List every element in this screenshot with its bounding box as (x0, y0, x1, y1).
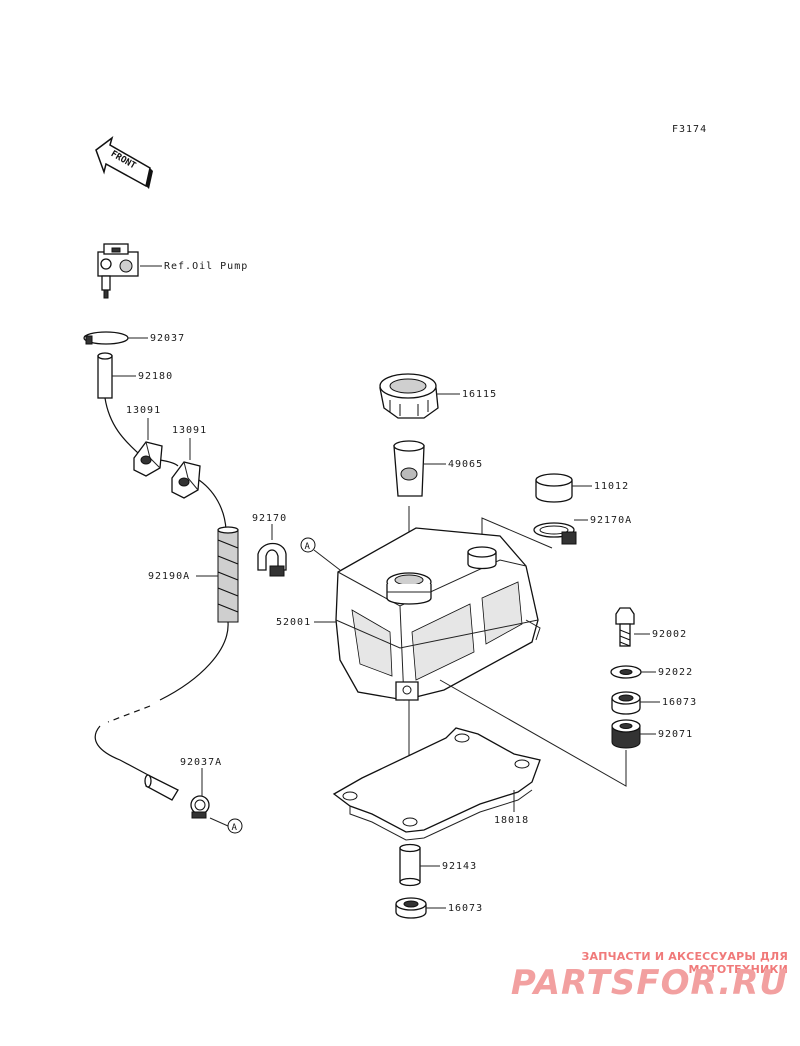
oil-pump-reference (97, 243, 139, 299)
damper-92071 (611, 719, 641, 749)
callout-a-upper: A (300, 537, 316, 553)
grommet-16073-b (395, 897, 427, 919)
grommet-16073-a (611, 691, 641, 715)
part-label-11012: 11012 (594, 481, 629, 492)
oil-tank-52001 (335, 527, 541, 701)
front-arrow-icon: FRONT (95, 136, 153, 189)
part-label-92190A: 92190A (148, 571, 190, 582)
part-label-92022: 92022 (658, 667, 693, 678)
collar-92143 (399, 843, 421, 887)
svg-text:A: A (232, 823, 238, 833)
cap-11012 (535, 473, 573, 503)
part-label-16073-b: 16073 (448, 903, 483, 914)
part-label-92170: 92170 (252, 513, 287, 524)
svg-text:A: A (305, 542, 311, 552)
hose-92180 (97, 352, 113, 399)
callout-a-lower: A (227, 818, 243, 834)
part-label-92170A: 92170A (590, 515, 632, 526)
tank-cap-16115 (379, 373, 439, 419)
part-label-13091-a: 13091 (126, 405, 161, 416)
washer-92022 (610, 665, 642, 679)
ref-oil-pump-label: Ref.Oil Pump (164, 261, 248, 272)
watermark-tagline: ЗАПЧАСТИ И АКСЕССУАРЫ ДЛЯ МОТОТЕХНИКИ (581, 950, 788, 976)
part-label-92143: 92143 (442, 861, 477, 872)
part-label-92071: 92071 (658, 729, 693, 740)
figure-code: F3174 (672, 124, 707, 135)
bracket-92170 (257, 542, 287, 577)
clip-13091-a (133, 441, 163, 477)
part-label-92180: 92180 (138, 371, 173, 382)
sleeve-92190A (217, 526, 239, 623)
strainer-49065 (393, 440, 425, 497)
part-label-52001: 52001 (276, 617, 311, 628)
part-label-92037: 92037 (150, 333, 185, 344)
clamp-92170A (533, 522, 577, 545)
bolt-92002 (615, 607, 635, 647)
hose-end-92037A (144, 774, 179, 801)
part-label-18018: 18018 (494, 815, 529, 826)
oil-hose-line (104, 397, 141, 456)
part-label-49065: 49065 (448, 459, 483, 470)
bracket-plate-18018 (332, 727, 541, 841)
part-label-16115: 16115 (462, 389, 497, 400)
part-label-92002: 92002 (652, 629, 687, 640)
part-label-92037A: 92037A (180, 757, 222, 768)
watermark-logo: PARTSFOR.RU (510, 963, 788, 1003)
part-label-16073-a: 16073 (662, 697, 697, 708)
clip-13091-b (171, 461, 201, 499)
clamp-92037A (190, 795, 210, 819)
clamp-92037 (83, 331, 129, 345)
part-label-13091-b: 13091 (172, 425, 207, 436)
